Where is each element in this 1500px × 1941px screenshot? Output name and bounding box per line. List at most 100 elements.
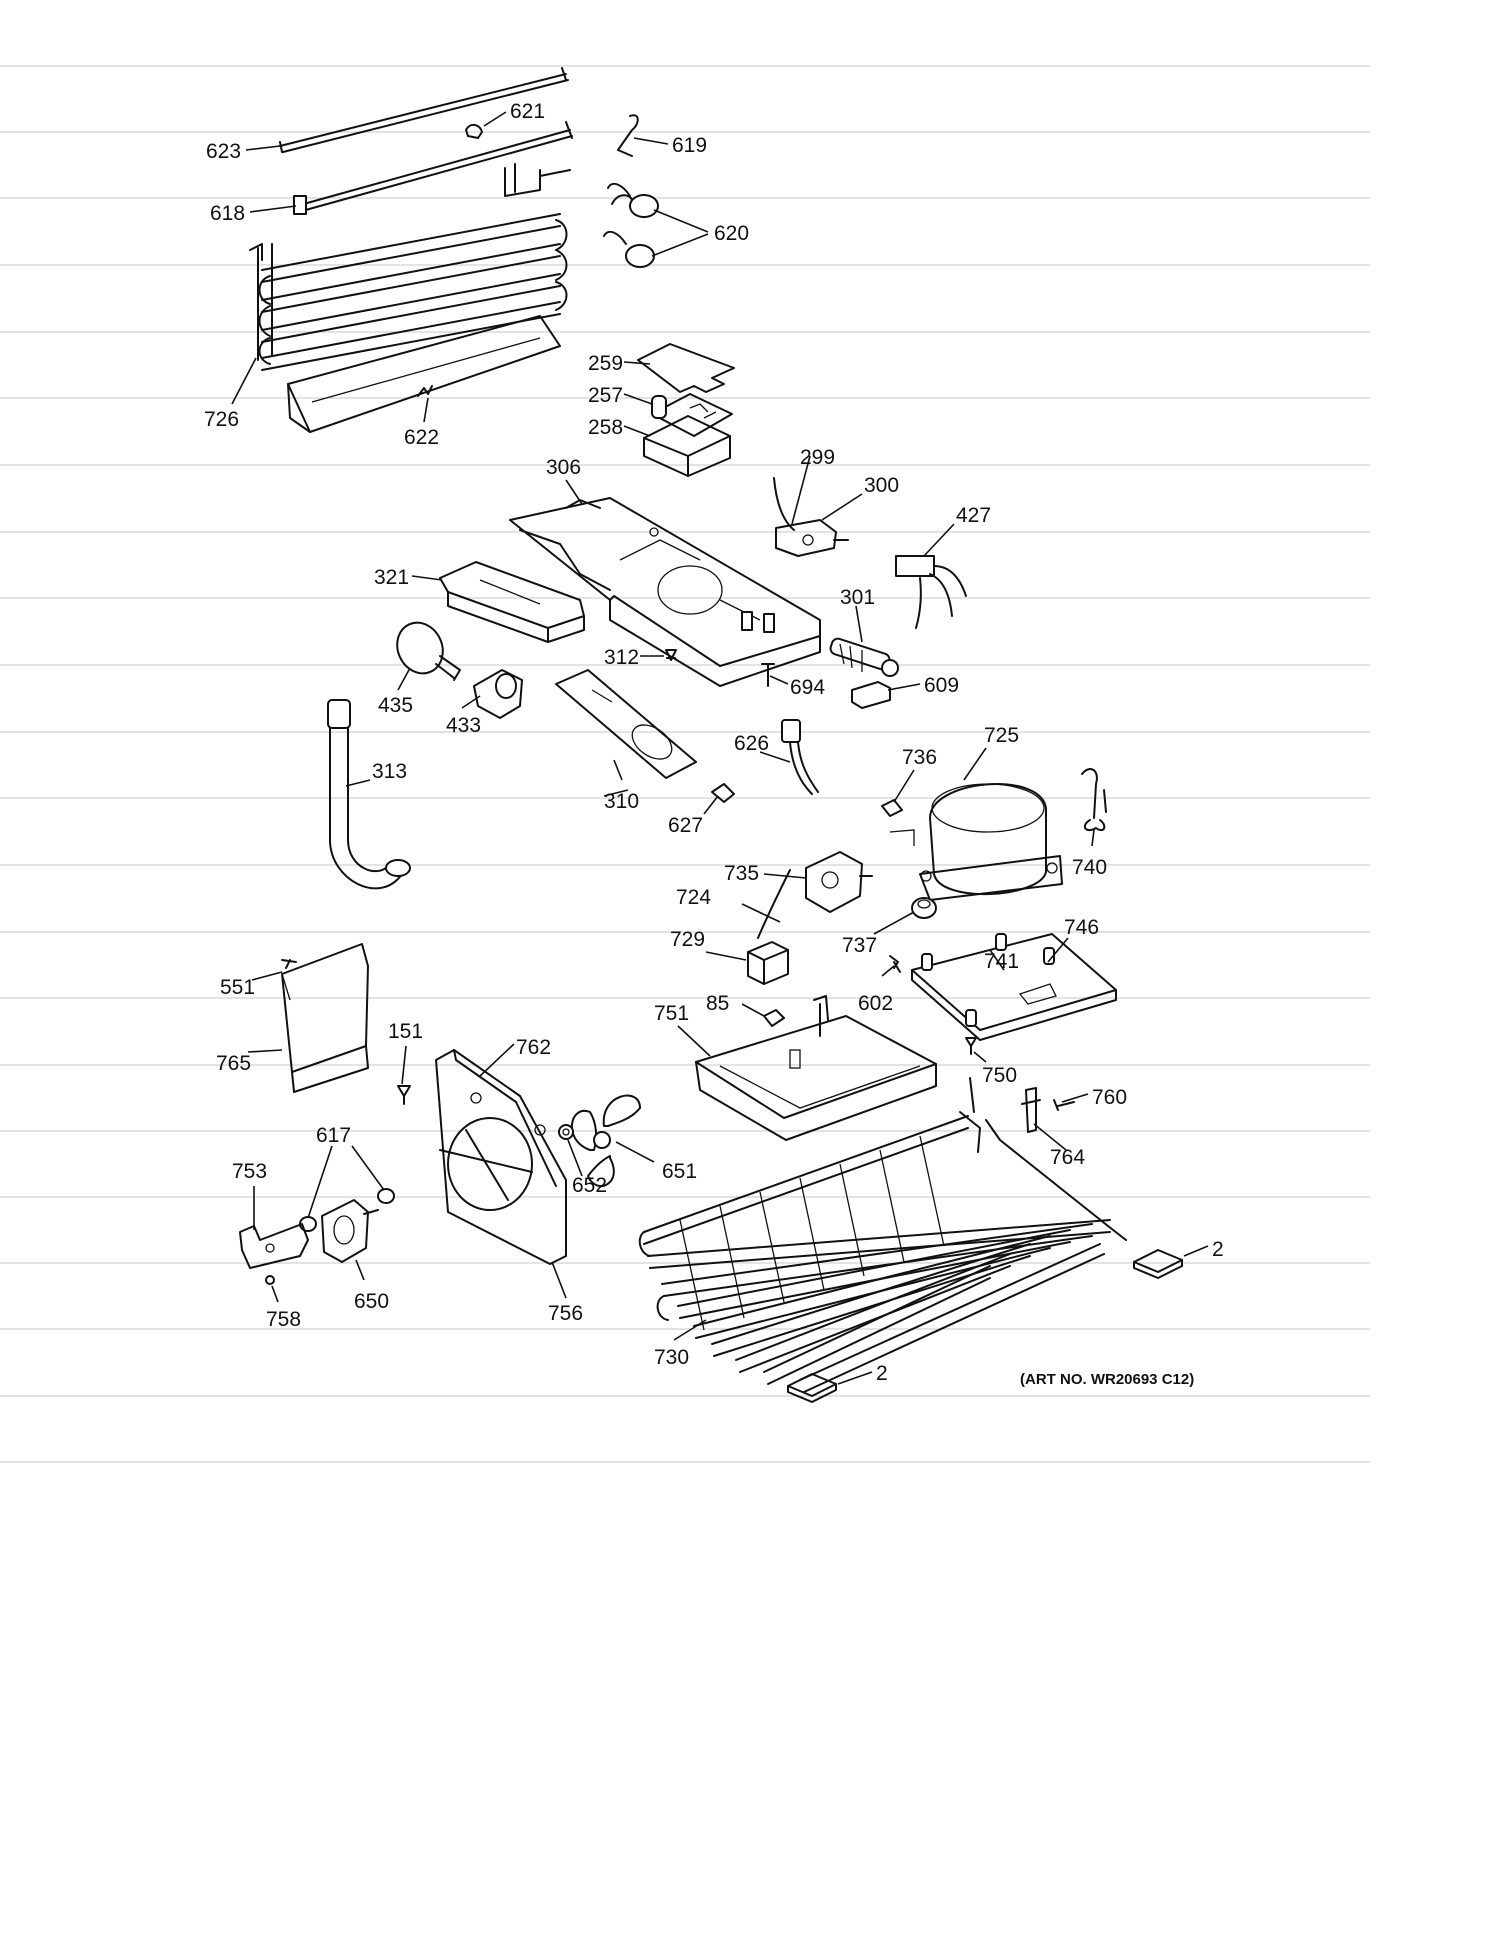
part-618-rod <box>293 121 573 215</box>
callout-313: 313 <box>372 760 407 783</box>
part-257-board <box>651 393 733 437</box>
part-622-pan <box>287 315 561 433</box>
callout-694: 694 <box>790 676 825 699</box>
part-427-harness <box>895 555 967 629</box>
callout-618: 618 <box>210 202 245 225</box>
callout-301: 301 <box>840 586 875 609</box>
part-312-screw <box>665 649 677 661</box>
part-621-clip <box>465 124 483 139</box>
callout-650: 650 <box>354 1290 389 1313</box>
callout-622: 622 <box>404 426 439 449</box>
callout-2-right: 2 <box>1212 1238 1224 1261</box>
callout-551: 551 <box>220 976 255 999</box>
callout-760: 760 <box>1092 1086 1127 1109</box>
part-321-bracket <box>439 561 585 643</box>
callout-627: 627 <box>668 814 703 837</box>
callout-765: 765 <box>216 1052 251 1075</box>
callout-762: 762 <box>516 1036 551 1059</box>
callout-433: 433 <box>446 714 481 737</box>
part-765-cover <box>281 943 369 1093</box>
callout-740: 740 <box>1072 856 1107 879</box>
part-623-rod <box>279 67 569 153</box>
callout-85: 85 <box>706 992 729 1015</box>
part-306-housing <box>509 497 821 687</box>
part-750-screw <box>965 1037 977 1055</box>
callout-724: 724 <box>676 886 711 909</box>
callout-725: 725 <box>984 724 1019 747</box>
part-551-screw <box>281 959 297 969</box>
part-300-thermostat <box>775 519 849 557</box>
callout-746: 746 <box>1064 916 1099 939</box>
callout-735: 735 <box>724 862 759 885</box>
art-number: (ART NO. WR20693 C12) <box>1020 1371 1194 1388</box>
callout-726: 726 <box>204 408 239 431</box>
ruled-lines <box>0 65 1370 1463</box>
callout-730: 730 <box>654 1346 689 1369</box>
part-729-overload <box>747 941 789 985</box>
callout-764: 764 <box>1050 1146 1085 1169</box>
callout-737: 737 <box>842 934 877 957</box>
part-2-pad-right <box>1133 1249 1183 1279</box>
part-736-grommet <box>881 799 903 817</box>
part-435-bulb <box>396 621 461 681</box>
callout-257: 257 <box>588 384 623 407</box>
part-609-switch <box>851 681 891 709</box>
part-726-condenser <box>249 163 571 371</box>
part-433-socket <box>473 669 523 719</box>
callout-306: 306 <box>546 456 581 479</box>
part-258-box <box>643 415 731 477</box>
callout-750: 750 <box>982 1064 1017 1087</box>
callout-258: 258 <box>588 416 623 439</box>
callout-619: 619 <box>672 134 707 157</box>
part-651-fan-blade <box>571 1094 641 1187</box>
callout-623: 623 <box>206 140 241 163</box>
part-730-evaporator <box>638 1077 1127 1393</box>
part-620-caps <box>603 182 659 268</box>
part-758-screw <box>265 1275 275 1285</box>
callout-758: 758 <box>266 1308 301 1331</box>
part-299-wire <box>773 477 795 531</box>
part-2-pad-bottom <box>787 1373 837 1403</box>
part-301-sensor <box>829 637 899 677</box>
callout-2-bottom: 2 <box>876 1362 888 1385</box>
callout-741: 741 <box>984 950 1019 973</box>
part-652-nut <box>558 1124 574 1140</box>
callout-427: 427 <box>956 504 991 527</box>
part-626-cord <box>781 719 819 795</box>
part-764-clip <box>1021 1087 1041 1133</box>
callout-620: 620 <box>714 222 749 245</box>
callout-736: 736 <box>902 746 937 769</box>
part-737-grommet <box>911 897 937 919</box>
callout-609: 609 <box>924 674 959 697</box>
callout-310: 310 <box>604 790 639 813</box>
callout-602: 602 <box>858 992 893 1015</box>
callout-652: 652 <box>572 1174 607 1197</box>
part-602-screw <box>889 955 901 973</box>
callout-321: 321 <box>374 566 409 589</box>
leader-lines <box>231 111 1209 1385</box>
part-746-plate <box>911 933 1117 1041</box>
part-619-wire <box>617 114 639 157</box>
part-751-tray <box>695 995 937 1141</box>
callout-labels: 623 621 619 618 620 726 622 259 257 258 … <box>204 100 1224 1388</box>
callout-729: 729 <box>670 928 705 951</box>
callout-259: 259 <box>588 352 623 375</box>
part-151-screw <box>397 1085 411 1105</box>
callout-621: 621 <box>510 100 545 123</box>
callout-300: 300 <box>864 474 899 497</box>
part-617-grommets <box>299 1188 395 1232</box>
part-259-cover <box>637 343 735 393</box>
part-310-plate <box>555 669 697 779</box>
callout-756: 756 <box>548 1302 583 1325</box>
part-724-wire <box>757 869 791 939</box>
callout-751: 751 <box>654 1002 689 1025</box>
part-753-bracket <box>239 1223 309 1269</box>
part-694-screw <box>761 663 775 687</box>
part-627-clip <box>711 783 735 803</box>
part-313-tube <box>327 699 411 890</box>
part-762-shroud <box>435 1049 567 1265</box>
part-740-clamp <box>1081 768 1107 832</box>
callout-299: 299 <box>800 446 835 469</box>
callout-651: 651 <box>662 1160 697 1183</box>
